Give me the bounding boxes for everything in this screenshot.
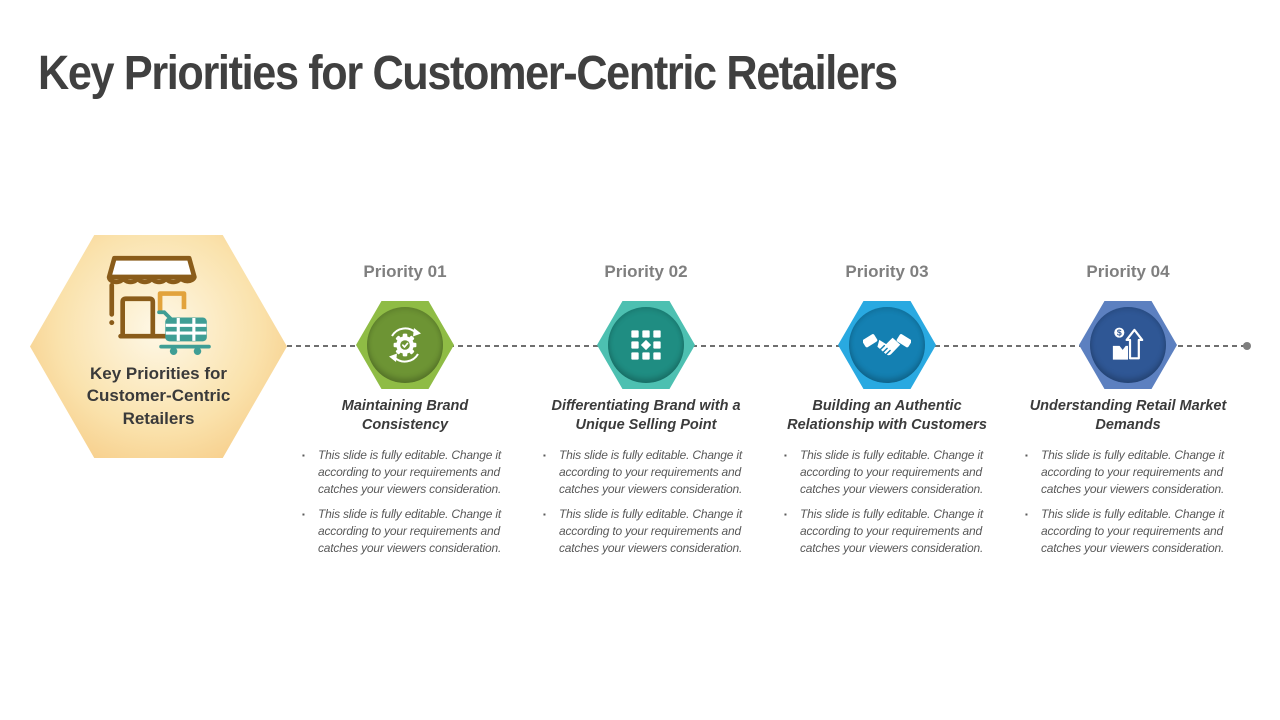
priority-icon-circle <box>608 307 684 383</box>
hub-label: Key Priorities for Customer-Centric Reta… <box>86 364 231 428</box>
priority-heading: Differentiating Brand with a Unique Sell… <box>551 398 741 433</box>
priority-column-4: Priority 04 $ Understanding Retail Marke… <box>1020 0 1236 720</box>
bullet-marker: ▪ <box>784 451 787 460</box>
priority-column-3: Priority 03 Building an Authentic Relati… <box>779 0 995 720</box>
priority-icon-circle <box>367 307 443 383</box>
bullet-text: This slide is fully editable. Change it … <box>800 448 984 496</box>
bullet-list: ▪ This slide is fully editable. Change i… <box>784 447 990 566</box>
box-growth-dollar-icon: $ <box>1112 327 1144 360</box>
bullet-item: ▪ This slide is fully editable. Change i… <box>543 506 749 556</box>
bullet-marker: ▪ <box>1025 510 1028 520</box>
priority-icon-circle <box>849 307 925 383</box>
priority-hexagon <box>838 301 936 389</box>
priority-label: Priority 01 <box>363 262 447 281</box>
dashed-connector-line <box>287 345 1245 347</box>
priority-icon-circle: $ <box>1090 307 1166 383</box>
slide-title: Key Priorities for Customer-Centric Reta… <box>38 47 898 100</box>
bullet-list: ▪ This slide is fully editable. Change i… <box>1025 447 1231 566</box>
priority-heading: Building an Authentic Relationship with … <box>787 398 987 433</box>
priority-hexagon <box>597 301 695 389</box>
bullet-text: This slide is fully editable. Change it … <box>1041 448 1225 496</box>
svg-text:$: $ <box>1117 328 1122 338</box>
priority-label: Priority 03 <box>845 262 929 281</box>
connector-end-dot <box>1243 342 1251 350</box>
hub-hexagon: Key Priorities for Customer-Centric Reta… <box>30 235 287 458</box>
grid-diamond-icon <box>631 330 661 360</box>
bullet-list: ▪ This slide is fully editable. Change i… <box>302 447 508 566</box>
storefront-shopping-cart-icon <box>106 255 211 355</box>
bullet-text: This slide is fully editable. Change it … <box>800 507 984 555</box>
bullet-list: ▪ This slide is fully editable. Change i… <box>543 447 749 566</box>
bullet-item: ▪ This slide is fully editable. Change i… <box>1025 506 1231 556</box>
bullet-marker: ▪ <box>543 451 546 460</box>
bullet-item: ▪ This slide is fully editable. Change i… <box>302 447 508 497</box>
bullet-marker: ▪ <box>1025 451 1028 460</box>
handshake-icon <box>863 334 911 356</box>
bullet-text: This slide is fully editable. Change it … <box>1041 507 1225 555</box>
bullet-item: ▪ This slide is fully editable. Change i… <box>784 447 990 497</box>
bullet-item: ▪ This slide is fully editable. Change i… <box>543 447 749 497</box>
priority-label: Priority 04 <box>1086 262 1170 281</box>
priority-heading: Understanding Retail Market Demands <box>1029 398 1227 433</box>
bullet-item: ▪ This slide is fully editable. Change i… <box>1025 447 1231 497</box>
gear-sync-check-icon <box>389 327 421 363</box>
bullet-marker: ▪ <box>784 510 787 520</box>
bullet-text: This slide is fully editable. Change it … <box>559 448 743 496</box>
priority-column-1: Priority 01 <box>297 0 513 720</box>
priority-label: Priority 02 <box>604 262 688 281</box>
priority-heading: Maintaining Brand Consistency <box>341 398 469 433</box>
bullet-text: This slide is fully editable. Change it … <box>318 448 502 496</box>
bullet-item: ▪ This slide is fully editable. Change i… <box>302 506 508 556</box>
priority-column-2: Priority 02 Differentiating Brand with a… <box>538 0 754 720</box>
priority-hexagon: $ <box>1079 301 1177 389</box>
bullet-item: ▪ This slide is fully editable. Change i… <box>784 506 990 556</box>
bullet-marker: ▪ <box>302 451 305 460</box>
bullet-text: This slide is fully editable. Change it … <box>318 507 502 555</box>
bullet-marker: ▪ <box>302 510 305 520</box>
bullet-marker: ▪ <box>543 510 546 520</box>
priority-hexagon <box>356 301 454 389</box>
bullet-text: This slide is fully editable. Change it … <box>559 507 743 555</box>
